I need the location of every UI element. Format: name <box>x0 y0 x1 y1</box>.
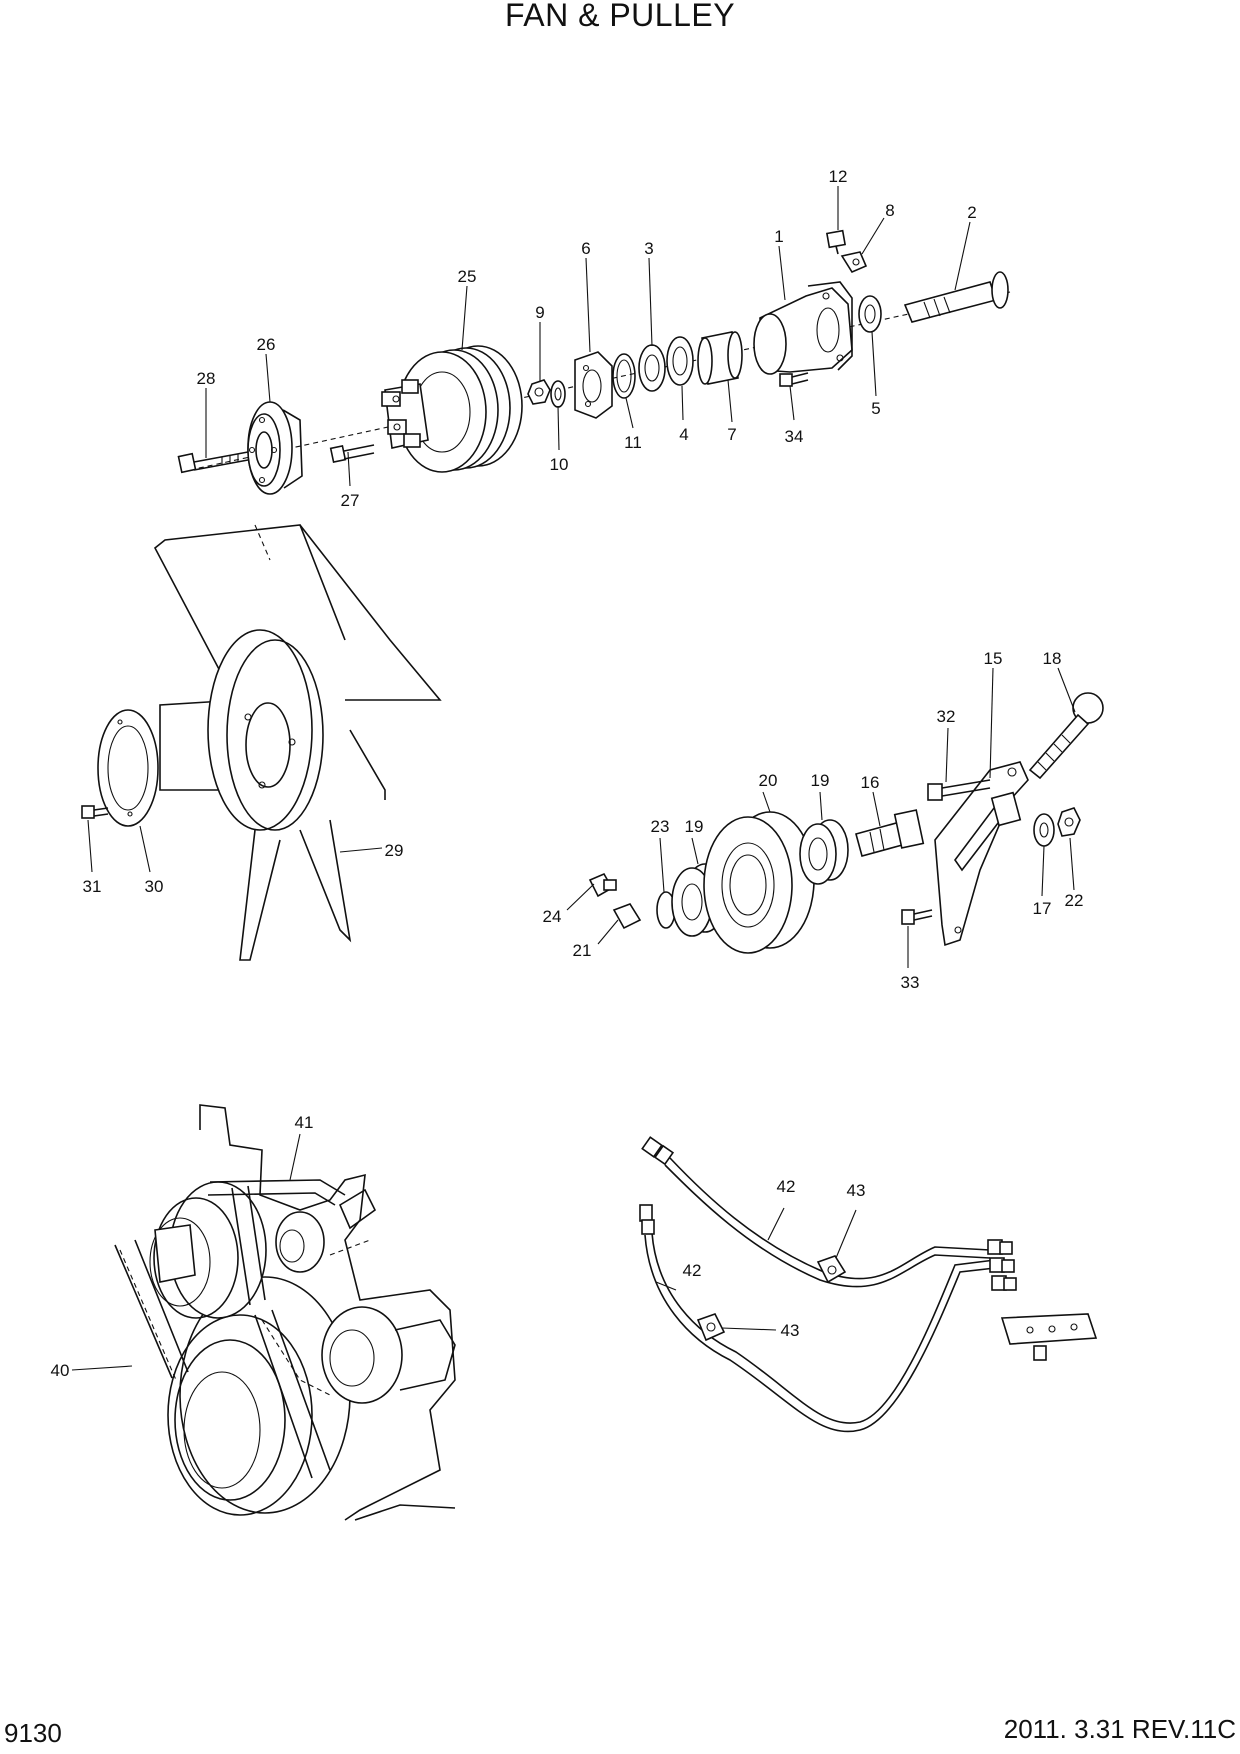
part-33-bolt <box>901 909 933 925</box>
callout-33: 33 <box>901 973 920 992</box>
callout-20: 20 <box>759 771 778 790</box>
part-31-bolt <box>81 805 109 819</box>
callout-8: 8 <box>885 201 894 220</box>
callout-42-upper: 42 <box>777 1177 796 1196</box>
part-9-nut <box>527 379 551 405</box>
callout-16: 16 <box>861 773 880 792</box>
lower-line-fitting <box>639 1204 655 1235</box>
callout-labels: 12 8 2 1 6 3 25 9 26 28 11 4 7 34 5 10 2… <box>51 167 1084 1380</box>
callout-43-upper: 43 <box>847 1181 866 1200</box>
distribution-block <box>1000 1313 1098 1361</box>
callout-9: 9 <box>535 303 544 322</box>
part-19-bearing-right <box>799 819 849 885</box>
callout-23: 23 <box>651 817 670 836</box>
part-12-grease-nipple <box>825 229 847 255</box>
part-24-fitting <box>588 872 617 898</box>
part-10-washer <box>550 380 566 408</box>
callout-34: 34 <box>785 427 804 446</box>
callout-25: 25 <box>458 267 477 286</box>
part-18-adjust-bolt <box>1028 692 1104 780</box>
part-4-bearing <box>666 336 694 386</box>
callout-18: 18 <box>1043 649 1062 668</box>
part-26-hub-flange <box>247 401 303 495</box>
callout-32: 32 <box>937 707 956 726</box>
callout-30: 30 <box>145 877 164 896</box>
callout-42-lower: 42 <box>683 1261 702 1280</box>
part-7-spacer <box>697 331 743 385</box>
callout-1: 1 <box>774 227 783 246</box>
part-22-nut <box>1057 807 1081 837</box>
part-5-washer <box>858 295 882 333</box>
part-21-plug <box>612 903 642 930</box>
callout-41: 41 <box>295 1113 314 1132</box>
callout-40: 40 <box>51 1361 70 1380</box>
callout-19-left: 19 <box>685 817 704 836</box>
callout-24: 24 <box>543 907 562 926</box>
part-30-plate <box>97 709 159 827</box>
page-title: FAN & PULLEY <box>505 0 735 33</box>
callout-7: 7 <box>727 425 736 444</box>
idler-assembly <box>588 692 1104 954</box>
callout-43-lower: 43 <box>781 1321 800 1340</box>
part-6-flange <box>574 351 613 419</box>
revision-label: 2011. 3.31 REV.11C <box>1004 1714 1236 1744</box>
callout-29: 29 <box>385 841 404 860</box>
part-3-bearing <box>638 344 666 392</box>
part-16-idler-shaft <box>855 809 925 857</box>
part-43-clamp-lower <box>696 1313 726 1342</box>
callout-19-right: 19 <box>811 771 830 790</box>
upper-line-fitting <box>641 1136 675 1166</box>
callout-6: 6 <box>581 239 590 258</box>
part-2-shaft <box>903 271 1009 323</box>
callout-11: 11 <box>624 433 642 452</box>
callout-5: 5 <box>871 399 880 418</box>
leader-lines <box>71 186 1076 1371</box>
part-34-bolt <box>779 372 809 387</box>
callout-31: 31 <box>83 877 102 896</box>
callout-15: 15 <box>984 649 1003 668</box>
callout-22: 22 <box>1065 891 1084 910</box>
part-11-snap-ring <box>612 353 636 399</box>
part-32-bolt <box>927 779 991 801</box>
part-28-bolt <box>177 451 249 474</box>
callout-27: 27 <box>341 491 360 510</box>
part-8-elbow <box>840 251 868 274</box>
grease-lines <box>639 1136 1098 1433</box>
page-number: 9130 <box>4 1718 62 1748</box>
part-20-idler-pulley <box>703 811 815 954</box>
callout-28: 28 <box>197 369 216 388</box>
part-17-washer <box>1033 813 1055 847</box>
callout-17: 17 <box>1033 899 1052 918</box>
callout-12: 12 <box>829 167 848 186</box>
connector-fittings <box>987 1239 1017 1291</box>
callout-4: 4 <box>679 425 688 444</box>
callout-26: 26 <box>257 335 276 354</box>
fan-hub-assembly <box>177 229 1011 495</box>
part-15-bracket <box>934 761 1029 947</box>
callout-21: 21 <box>573 941 592 960</box>
part-25-fan-pulley <box>381 345 523 473</box>
callout-2: 2 <box>967 203 976 222</box>
part-27-bolt <box>329 444 375 464</box>
fan-blade-assembly <box>81 524 442 961</box>
callout-3: 3 <box>644 239 653 258</box>
engine-belt-view <box>114 1104 456 1521</box>
part-1-housing <box>753 281 853 375</box>
part-43-clamp-upper <box>816 1255 847 1284</box>
callout-10: 10 <box>550 455 569 474</box>
